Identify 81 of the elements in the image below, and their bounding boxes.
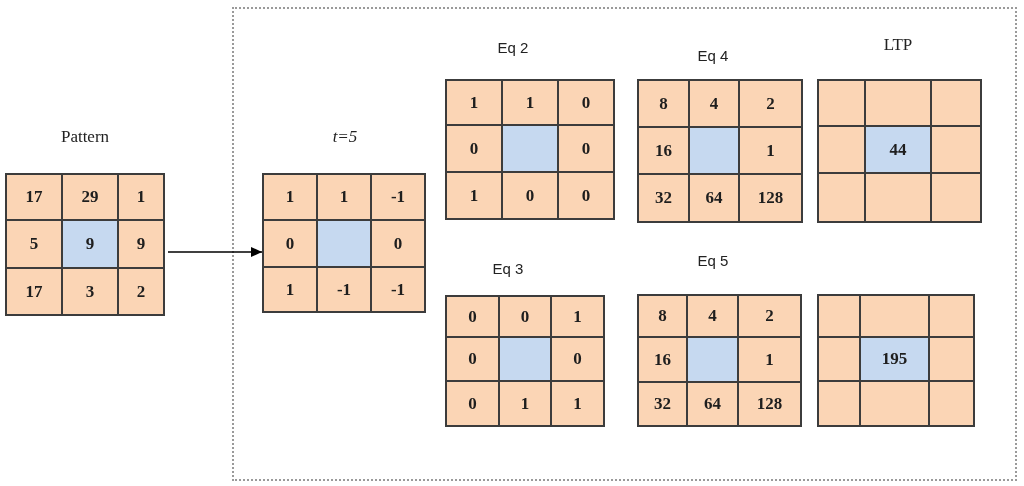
matrix-cell: 8 <box>639 81 688 126</box>
matrix-cell <box>866 174 930 221</box>
matrix-cell: 64 <box>688 383 737 425</box>
matrix-title: Pattern <box>60 127 110 147</box>
matrix-cell: 64 <box>690 175 738 221</box>
matrix-cell: 4 <box>688 296 737 336</box>
matrix-cell: 1 <box>119 175 163 219</box>
matrix-cell: 1 <box>739 338 800 381</box>
matrix-cell <box>819 382 859 425</box>
matrix-cell: 0 <box>500 297 550 336</box>
matrix-cell: -1 <box>318 268 370 311</box>
matrix-cell: 2 <box>740 81 801 126</box>
matrix-cell: 29 <box>63 175 117 219</box>
matrix-cell <box>819 81 864 125</box>
matrix-cell: 0 <box>372 221 424 266</box>
matrix-cell <box>500 338 550 380</box>
matrix-cell: -1 <box>372 175 424 219</box>
matrix-cell <box>318 221 370 266</box>
matrix-cell: 1 <box>740 128 801 173</box>
matrix-cell: 44 <box>866 127 930 172</box>
matrix-cell: 0 <box>559 173 613 218</box>
matrix-cell: 4 <box>690 81 738 126</box>
matrix-cell: 128 <box>739 383 800 425</box>
matrix-cell <box>932 174 980 221</box>
matrix-cell <box>861 296 928 336</box>
matrix-cell: 1 <box>552 382 603 425</box>
matrix-cell: 2 <box>119 269 163 314</box>
matrix-cell: 1 <box>264 175 316 219</box>
matrix-cell: 9 <box>119 221 163 267</box>
matrix-cell <box>930 338 973 380</box>
matrix-cell <box>819 296 859 336</box>
matrix-cell: 0 <box>552 338 603 380</box>
matrix-cell: 0 <box>503 173 557 218</box>
dotted-frame <box>232 7 1017 481</box>
matrix-cell <box>688 338 737 381</box>
matrix-cell: 32 <box>639 175 688 221</box>
matrix-cell <box>861 382 928 425</box>
matrix-cell: 0 <box>559 81 613 124</box>
matrix-cell <box>930 296 973 336</box>
matrix-title: Eq 3 <box>492 259 524 277</box>
matrix-cell: 16 <box>639 128 688 173</box>
matrix-cell: 0 <box>559 126 613 171</box>
matrix-cell <box>930 382 973 425</box>
matrix-cell <box>932 81 980 125</box>
matrix-cell: 0 <box>447 126 501 171</box>
matrix-cell: 5 <box>7 221 61 267</box>
matrix-cell: 1 <box>503 81 557 124</box>
arrow <box>167 247 263 257</box>
matrix-cell <box>866 81 930 125</box>
matrix-title: Eq 2 <box>497 38 529 56</box>
matrix-title: LTP <box>883 35 913 55</box>
matrix-cell <box>819 127 864 172</box>
matrix-cell: 1 <box>447 173 501 218</box>
matrix-cell <box>819 174 864 221</box>
matrix-cell <box>932 127 980 172</box>
matrix-title: Eq 4 <box>697 46 729 64</box>
matrix-cell: 32 <box>639 383 686 425</box>
matrix-cell: 9 <box>63 221 117 267</box>
matrix-cell: 128 <box>740 175 801 221</box>
matrix-cell: 0 <box>264 221 316 266</box>
matrix-cell: 1 <box>552 297 603 336</box>
matrix-cell: 17 <box>7 175 61 219</box>
matrix-cell: 1 <box>318 175 370 219</box>
matrix-cell: 8 <box>639 296 686 336</box>
matrix-cell <box>503 126 557 171</box>
matrix-cell <box>819 338 859 380</box>
matrix-cell: 17 <box>7 269 61 314</box>
matrix-cell: 195 <box>861 338 928 380</box>
matrix-cell: 3 <box>63 269 117 314</box>
matrix-cell: -1 <box>372 268 424 311</box>
matrix-title: Eq 5 <box>697 251 729 269</box>
matrix-cell: 0 <box>447 338 498 380</box>
matrix-cell: 2 <box>739 296 800 336</box>
matrix-title: t=5 <box>332 127 358 147</box>
matrix-cell: 0 <box>447 382 498 425</box>
matrix-cell: 1 <box>264 268 316 311</box>
matrix-cell: 0 <box>447 297 498 336</box>
matrix-cell: 16 <box>639 338 686 381</box>
matrix-cell: 1 <box>500 382 550 425</box>
matrix-cell: 1 <box>447 81 501 124</box>
matrix-cell <box>690 128 738 173</box>
